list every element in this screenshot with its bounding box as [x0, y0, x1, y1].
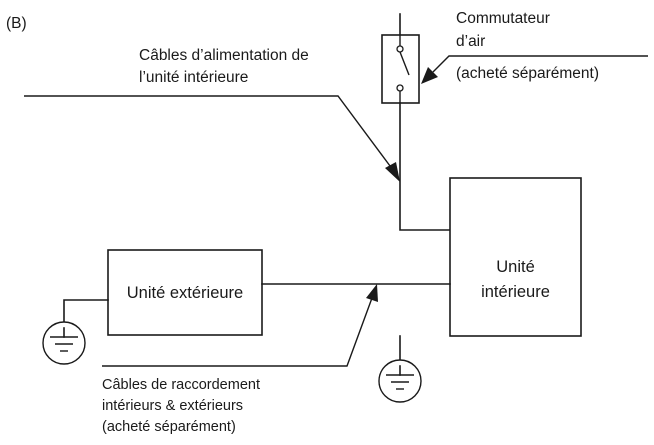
connection-cables-label-line1: Câbles de raccordement [102, 377, 260, 393]
indoor-unit-box [449, 177, 582, 337]
air-switch-label-line1: Commutateur [456, 10, 550, 27]
arrow-icon [421, 67, 438, 84]
indoor-unit-label-line1: Unité [496, 258, 535, 276]
indoor-ground-icon [378, 359, 422, 403]
outdoor-unit-label: Unité extérieure [127, 284, 243, 302]
indoor-unit-label-line2: intérieure [481, 283, 550, 301]
switch-to-indoor-wire [399, 102, 451, 231]
air-switch-label-line3: (acheté séparément) [456, 65, 599, 82]
outdoor-ground-icon [42, 321, 86, 365]
figure-label: (B) [6, 15, 27, 32]
connection-cables-label-line2: intérieurs & extérieurs [102, 398, 243, 414]
outdoor-unit-box [107, 249, 263, 336]
indoor-power-cables-label-line2: l’unité intérieure [139, 69, 248, 86]
air-switch-label-line2: d’air [456, 33, 485, 50]
air-switch-leader [432, 55, 648, 73]
connection-cables-leader [102, 297, 373, 367]
indoor-power-cables-leader [24, 95, 394, 171]
arrow-icon [366, 284, 378, 302]
switch-icon [396, 35, 410, 103]
arrow-icon [385, 162, 400, 182]
indoor-power-cables-label-line1: Câbles d’alimentation de [139, 47, 309, 64]
connection-cables-label-line3: (acheté séparément) [102, 419, 236, 435]
outdoor-ground-wire [63, 299, 109, 329]
